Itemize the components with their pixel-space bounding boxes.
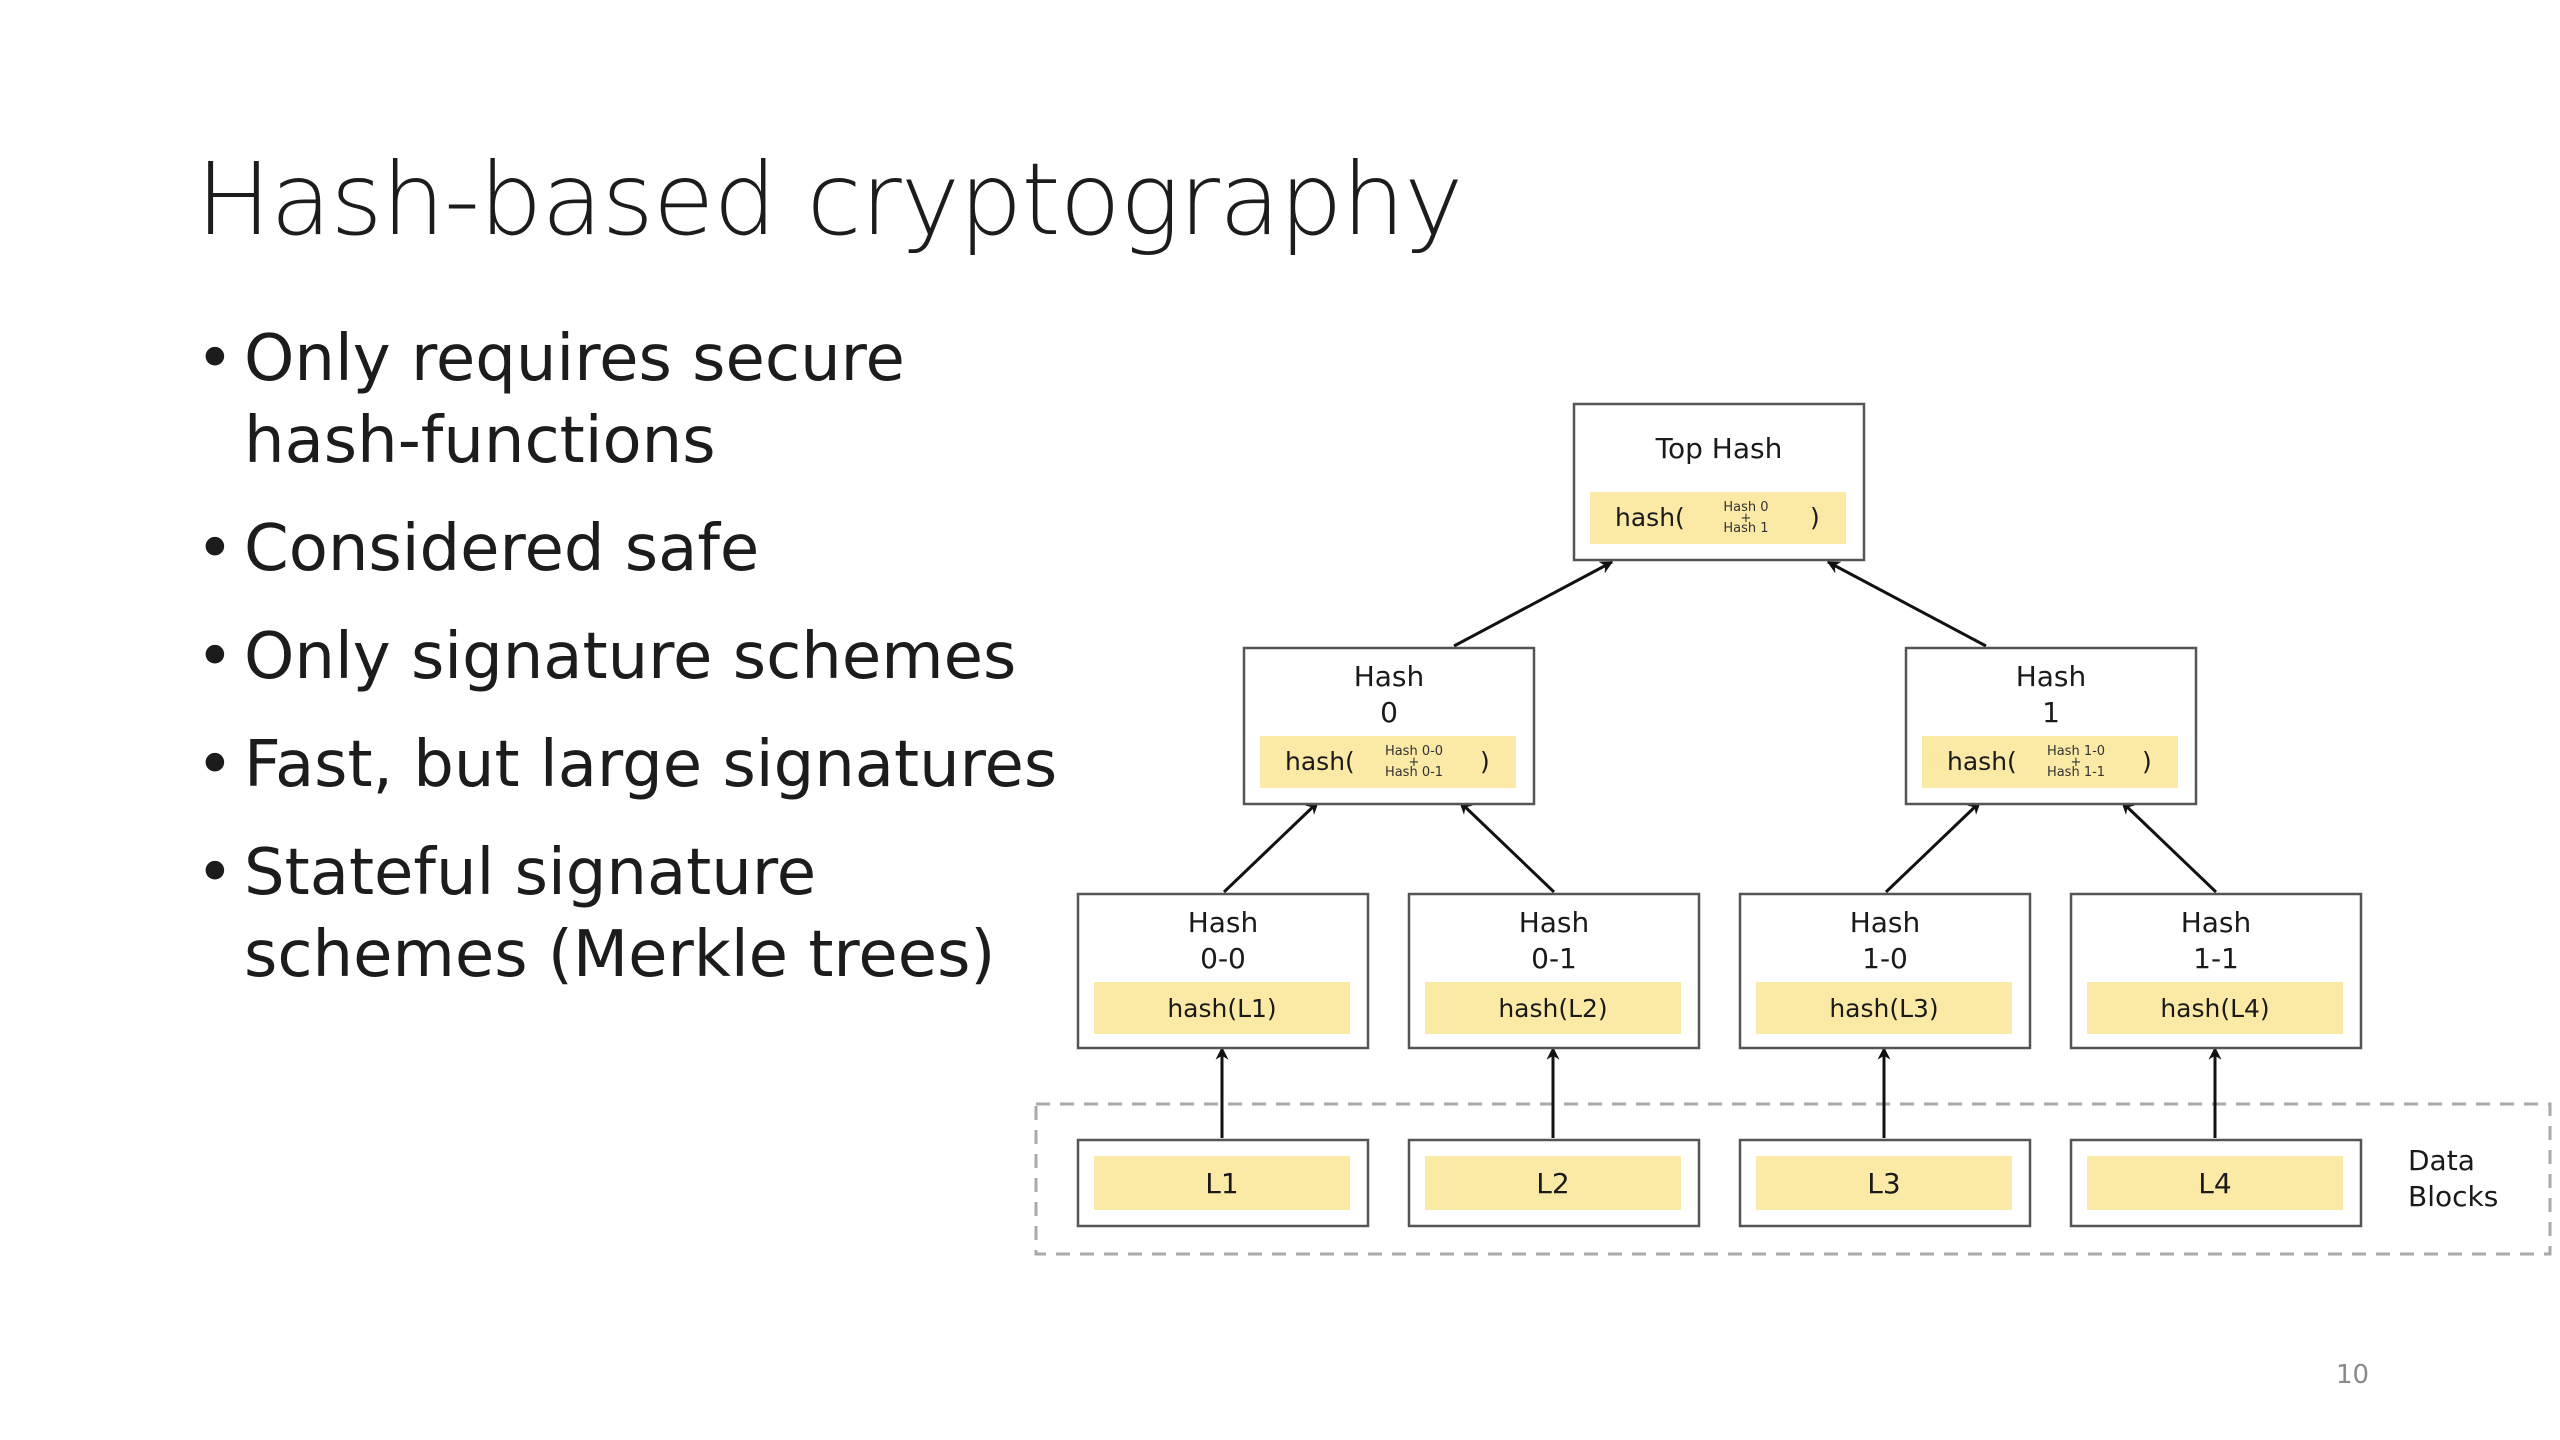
hash-1-fn: hash( xyxy=(1947,747,2017,776)
hash-0-fn: hash( xyxy=(1285,747,1355,776)
bullet-text: Considered safe xyxy=(244,512,760,586)
leaf-hash-line1: Hash xyxy=(1188,906,1259,939)
data-block-label: L3 xyxy=(1867,1167,1900,1200)
data-block-label: L4 xyxy=(2198,1167,2231,1200)
data-block-l1: L1 xyxy=(1076,1138,1370,1228)
leaf-hash-fn: hash(L3) xyxy=(1829,994,1938,1023)
edge-arrow xyxy=(1453,560,1614,648)
bullet-text: Stateful signature schemes (Merkle trees… xyxy=(244,836,996,992)
bullet-text: Only requires secure hash-functions xyxy=(244,322,905,478)
edge-arrow xyxy=(1884,800,1982,894)
leaf-hash-node-1-1: Hash 1-1 hash(L4) xyxy=(2069,892,2363,1050)
leaf-hash-fn: hash(L1) xyxy=(1167,994,1276,1023)
leaf-hash-node-0-0: Hash 0-0 hash(L1) xyxy=(1076,892,1370,1050)
bullet-item: • Fast, but large signatures xyxy=(196,724,1096,806)
top-hash-inner-plus: + xyxy=(1741,511,1752,526)
top-hash-inner-b: Hash 1 xyxy=(1723,521,1768,536)
leaf-hash-line2: 0-0 xyxy=(1200,942,1246,975)
leaf-hash-line2: 1-0 xyxy=(1862,942,1908,975)
top-hash-fn: hash( xyxy=(1615,503,1685,532)
leaf-hash-node-0-1: Hash 0-1 hash(L2) xyxy=(1407,892,1701,1050)
bullet-item: • Considered safe xyxy=(196,508,1096,590)
bullet-item: • Only signature schemes xyxy=(196,616,1096,698)
data-blocks-label: Blocks xyxy=(2408,1180,2498,1213)
edge-arrow xyxy=(1222,800,1320,894)
bullet-dot-icon: • xyxy=(196,512,234,586)
hash-1-inner-a: Hash 1-0 xyxy=(2047,744,2105,759)
data-block-label: L1 xyxy=(1205,1167,1238,1200)
bullet-dot-icon: • xyxy=(196,728,234,802)
data-blocks-region xyxy=(1034,1102,2552,1256)
bullet-list: • Only requires secure hash-functions • … xyxy=(196,318,1096,1022)
page-number: 10 xyxy=(2336,1360,2370,1390)
hash-0-node: Hash 0 hash( Hash 0-0 + Hash 0-1 ) xyxy=(1242,646,1536,806)
leaf-hash-node-1-0: Hash 1-0 hash(L3) xyxy=(1738,892,2032,1050)
hash-1-line1: Hash xyxy=(2016,660,2087,693)
hash-0-inner-plus: + xyxy=(1409,755,1420,770)
hash-0-close: ) xyxy=(1480,747,1490,776)
edge-arrow xyxy=(1826,560,1987,648)
data-block-l4: L4 xyxy=(2069,1138,2363,1228)
leaf-hash-fn: hash(L2) xyxy=(1498,994,1607,1023)
top-hash-node: Top Hash hash( Hash 0 + Hash 1 ) xyxy=(1572,402,1866,562)
data-block-l2: L2 xyxy=(1407,1138,1701,1228)
top-hash-close: ) xyxy=(1810,503,1820,532)
leaf-hash-line1: Hash xyxy=(1519,906,1590,939)
hash-1-node: Hash 1 hash( Hash 1-0 + Hash 1-1 ) xyxy=(1904,646,2198,806)
leaf-hash-line1: Hash xyxy=(1850,906,1921,939)
bullet-text: Only signature schemes xyxy=(244,620,1017,694)
top-hash-inner-a: Hash 0 xyxy=(1723,500,1768,515)
hash-0-line1: Hash xyxy=(1354,660,1425,693)
leaf-hash-line2: 0-1 xyxy=(1531,942,1577,975)
edge-arrow xyxy=(2120,800,2218,894)
bullet-item: • Stateful signature schemes (Merkle tre… xyxy=(196,832,1096,996)
edge-arrow xyxy=(1458,800,1556,894)
bullet-item: • Only requires secure hash-functions xyxy=(196,318,1096,482)
bullet-dot-icon: • xyxy=(196,836,234,910)
hash-1-line2: 1 xyxy=(2042,696,2060,729)
bullet-dot-icon: • xyxy=(196,322,234,396)
hash-0-inner-a: Hash 0-0 xyxy=(1385,744,1443,759)
hash-0-inner-b: Hash 0-1 xyxy=(1385,765,1443,780)
hash-1-close: ) xyxy=(2142,747,2152,776)
slide-title: Hash-based cryptography xyxy=(196,141,1463,258)
leaf-hash-line1: Hash xyxy=(2181,906,2252,939)
hash-0-line2: 0 xyxy=(1380,696,1398,729)
leaf-hash-fn: hash(L4) xyxy=(2160,994,2269,1023)
data-blocks-label: Data xyxy=(2408,1144,2475,1177)
bullet-dot-icon: • xyxy=(196,620,234,694)
leaf-hash-line2: 1-1 xyxy=(2193,942,2239,975)
data-block-l3: L3 xyxy=(1738,1138,2032,1228)
hash-1-inner-plus: + xyxy=(2071,755,2082,770)
data-block-label: L2 xyxy=(1536,1167,1569,1200)
top-hash-title: Top Hash xyxy=(1655,432,1783,465)
hash-1-inner-b: Hash 1-1 xyxy=(2047,765,2105,780)
bullet-text: Fast, but large signatures xyxy=(244,728,1058,802)
